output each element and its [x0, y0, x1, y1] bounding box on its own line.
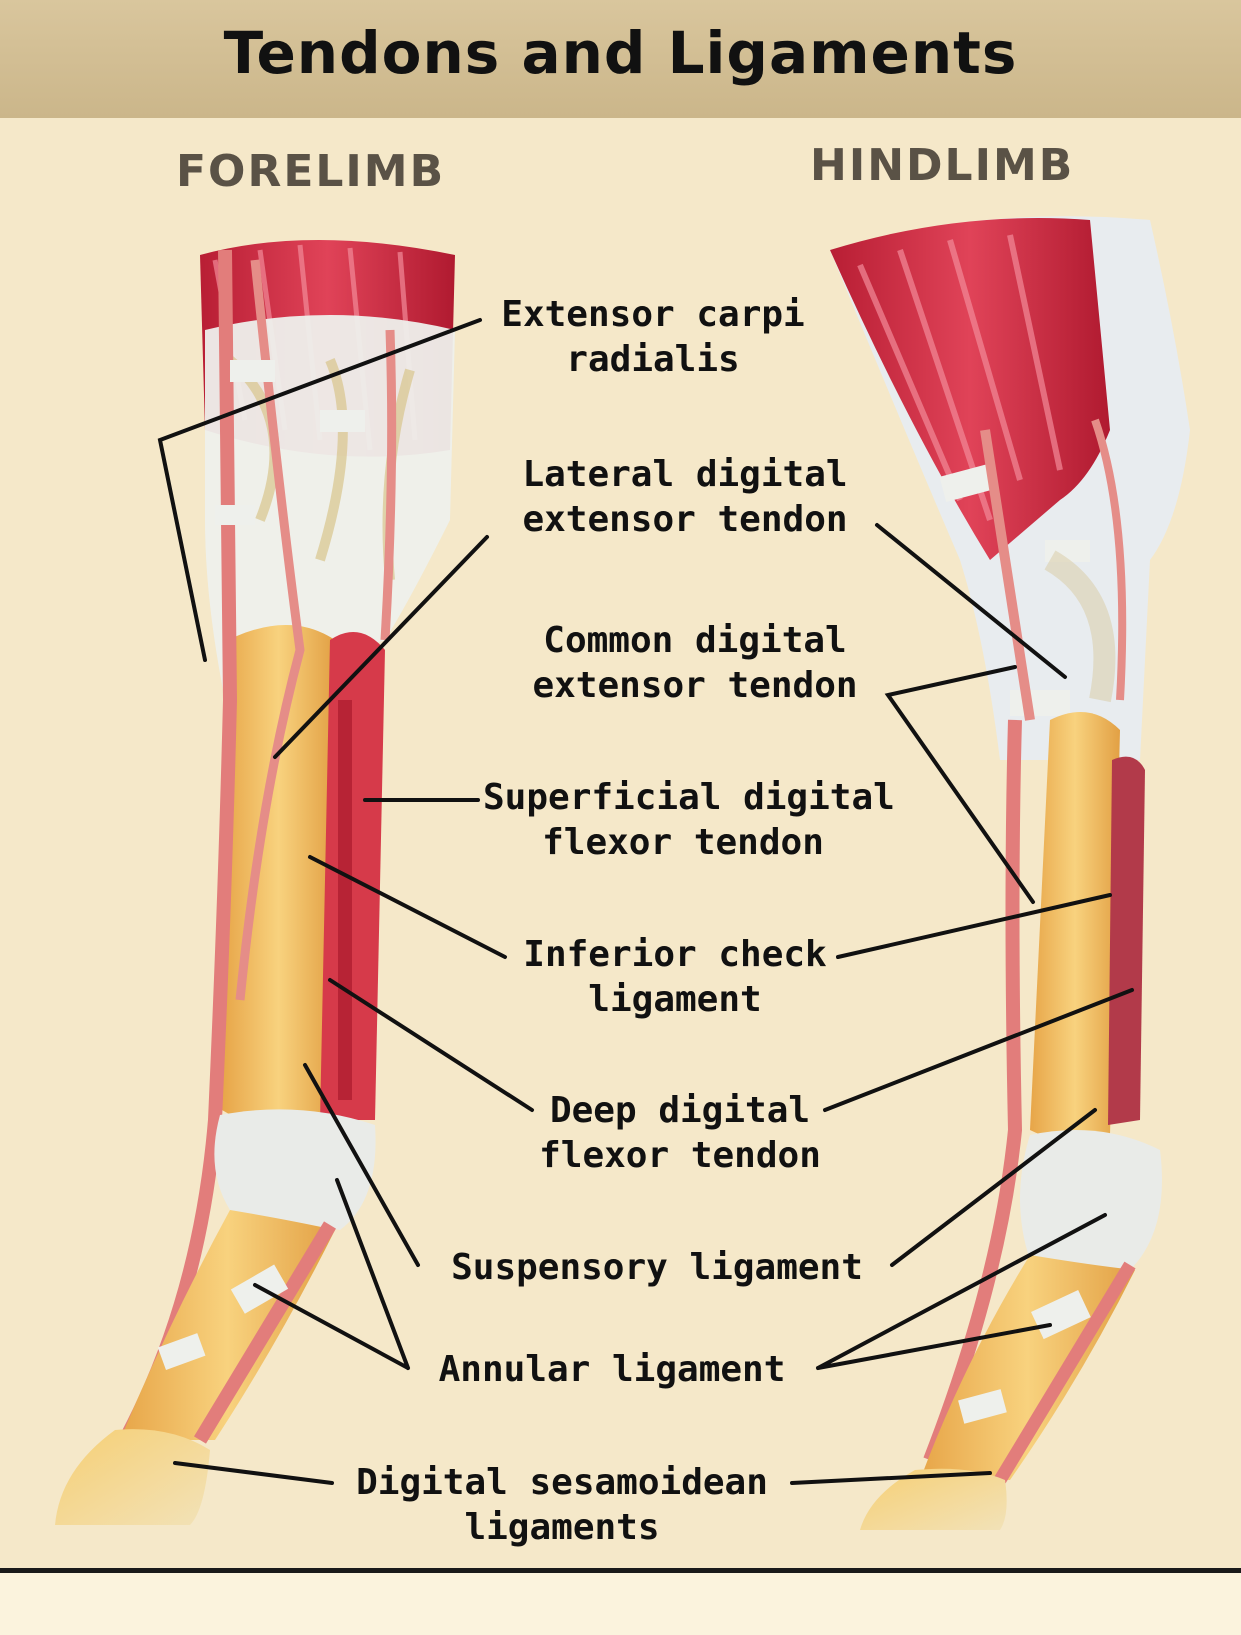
- forelimb-hoof: [55, 1429, 210, 1525]
- leader-suspensory-fore: [303, 1063, 420, 1267]
- leader-inferior-check-fore: [308, 855, 507, 959]
- leader-sesamoidean-fore: [173, 1461, 334, 1485]
- forelimb-flexor-region: [320, 632, 385, 1120]
- label-line: flexor tendon: [539, 1135, 821, 1176]
- leader-sesamoidean-hind: [790, 1471, 992, 1485]
- label-extensor-carpi-radialis: Extensor carpi radialis: [488, 292, 818, 382]
- label-line: Deep digital: [549, 1090, 811, 1131]
- label-line: Common digital: [543, 620, 847, 661]
- hindlimb-fetlock: [1020, 1130, 1162, 1270]
- forelimb-pastern: [120, 1210, 335, 1440]
- label-common-digital-extensor-tendon: Common digital extensor tendon: [505, 618, 885, 708]
- label-digital-sesamoidean-ligaments: Digital sesamoidean ligaments: [336, 1460, 788, 1550]
- leader-lateral-digital-hind: [875, 523, 1067, 679]
- leader-lines: [157, 318, 1134, 1485]
- forelimb-cannon-bone: [222, 625, 335, 1128]
- label-line: Suspensory ligament: [451, 1247, 863, 1288]
- hindlimb-cannon-bone: [1030, 712, 1120, 1142]
- hindlimb-extensor-tendon: [923, 719, 1023, 1463]
- hindlimb-muscles: [830, 218, 1110, 560]
- leader-annular-hind: [816, 1213, 1107, 1370]
- label-lateral-digital-extensor-tendon: Lateral digital extensor tendon: [495, 452, 875, 542]
- label-line: flexor tendon: [542, 822, 824, 863]
- title-bar: Tendons and Ligaments: [0, 0, 1241, 118]
- hindlimb-flexor-region: [1108, 756, 1145, 1125]
- page-title: Tendons and Ligaments: [223, 19, 1018, 87]
- leader-deep-flexor-hind: [823, 988, 1134, 1112]
- leader-annular-fore: [253, 1178, 410, 1370]
- hindlimb-heading: HINDLIMB: [810, 140, 1075, 191]
- label-suspensory-ligament: Suspensory ligament: [422, 1245, 892, 1290]
- label-line: ligaments: [464, 1507, 660, 1548]
- label-line: Superficial digital: [483, 777, 895, 818]
- leader-inferior-check-hind: [836, 893, 1112, 959]
- label-inferior-check-ligament: Inferior check ligament: [510, 932, 840, 1022]
- bottom-strip: [0, 1573, 1241, 1635]
- forelimb-fetlock: [214, 1109, 376, 1230]
- leader-lateral-digital-fore: [273, 535, 489, 759]
- label-line: Inferior check: [523, 934, 827, 975]
- label-line: Extensor carpi: [501, 294, 805, 335]
- bottom-divider: [0, 1568, 1241, 1573]
- label-superficial-digital-flexor-tendon: Superficial digital flexor tendon: [483, 775, 895, 865]
- label-line: Annular ligament: [438, 1349, 786, 1390]
- leader-deep-flexor-fore: [328, 978, 534, 1112]
- label-annular-ligament: Annular ligament: [412, 1347, 812, 1392]
- label-line: extensor tendon: [522, 499, 848, 540]
- leader-extensor-carpi: [157, 318, 482, 662]
- forelimb-heading: FORELIMB: [176, 146, 446, 197]
- label-line: radialis: [566, 339, 740, 380]
- label-line: ligament: [588, 979, 762, 1020]
- label-deep-digital-flexor-tendon: Deep digital flexor tendon: [520, 1088, 840, 1178]
- leader-common-digital: [884, 665, 1035, 904]
- label-line: extensor tendon: [532, 665, 858, 706]
- label-line: Lateral digital: [522, 454, 848, 495]
- hindlimb-illustration: [830, 216, 1190, 1530]
- leader-suspensory-hind: [890, 1108, 1097, 1267]
- hindlimb-hoof: [860, 1468, 1007, 1530]
- label-line: Digital sesamoidean: [356, 1462, 768, 1503]
